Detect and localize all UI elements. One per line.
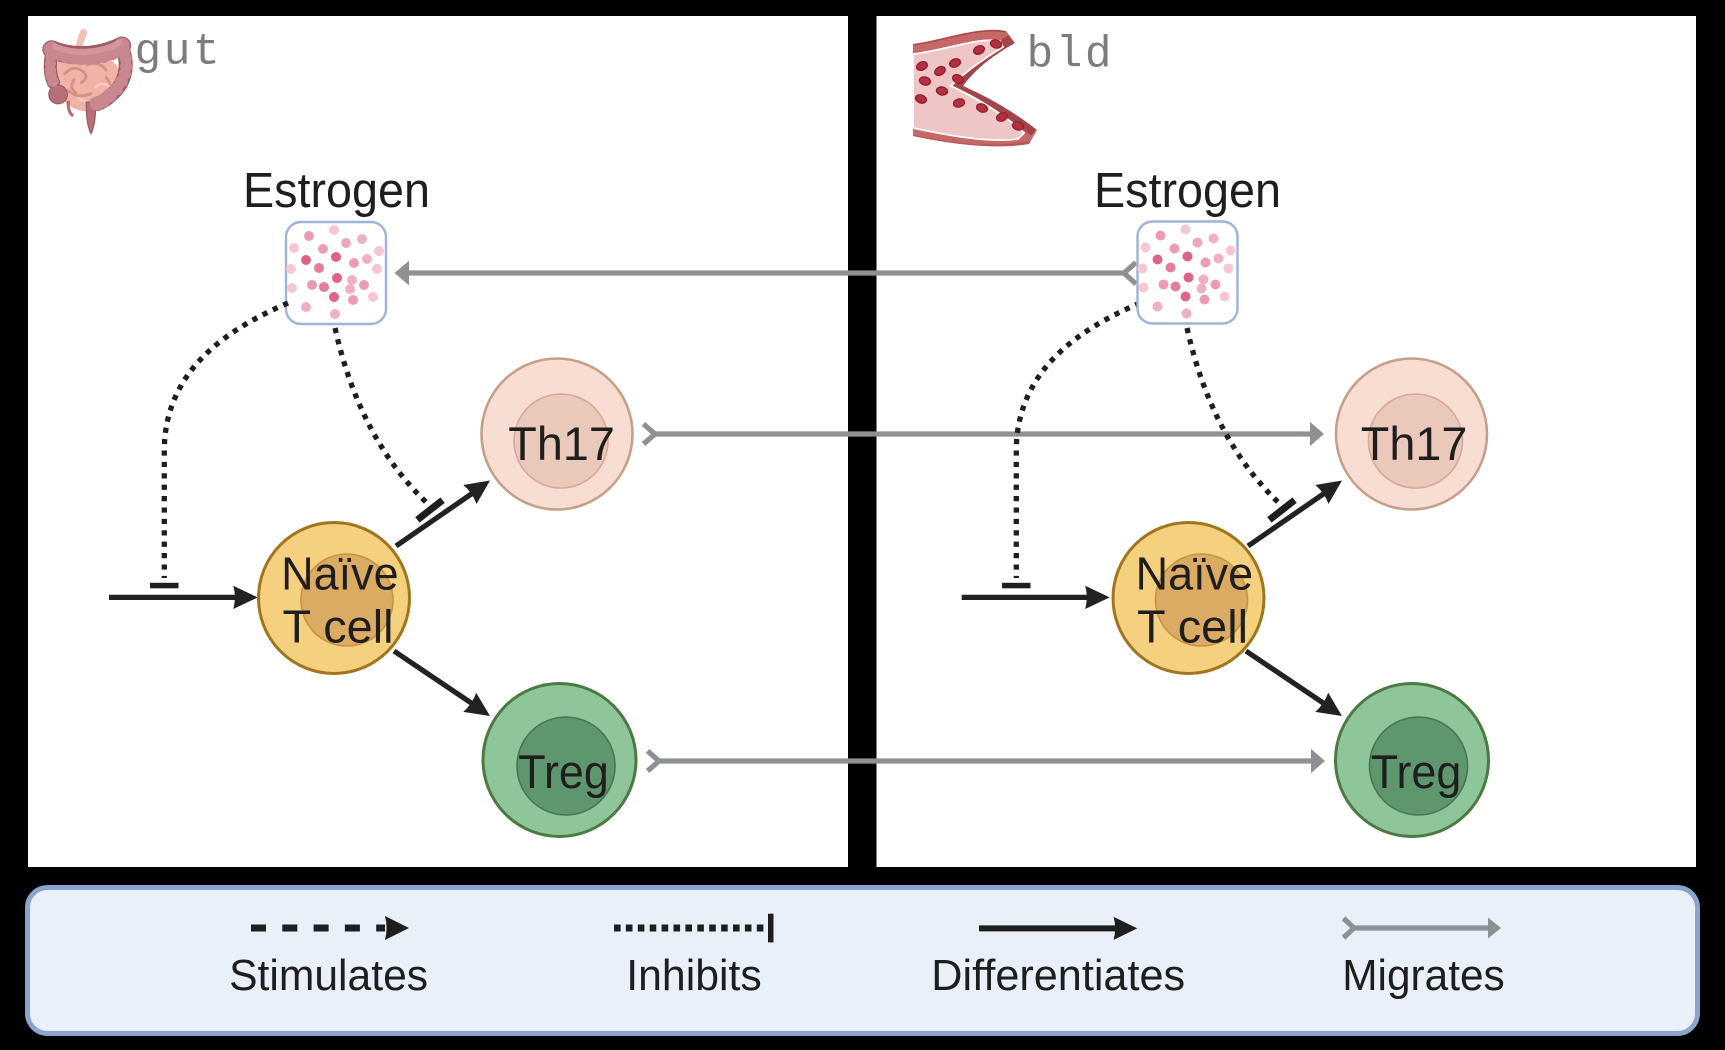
svg-text:Treg: Treg	[518, 746, 609, 799]
svg-text:T cell: T cell	[283, 601, 394, 653]
svg-text:Th17: Th17	[508, 418, 615, 471]
svg-text:Estrogen: Estrogen	[243, 164, 430, 218]
svg-text:gut: gut	[135, 27, 223, 77]
svg-text:Migrates: Migrates	[1342, 951, 1505, 1000]
svg-text:T cell: T cell	[1137, 601, 1248, 653]
svg-text:Treg: Treg	[1371, 746, 1462, 799]
svg-text:Stimulates: Stimulates	[229, 951, 428, 1000]
svg-text:Naïve: Naïve	[1136, 547, 1254, 599]
svg-text:Inhibits: Inhibits	[626, 951, 762, 1000]
svg-text:Estrogen: Estrogen	[1094, 164, 1281, 218]
svg-text:bld: bld	[1027, 31, 1115, 81]
svg-text:Th17: Th17	[1361, 418, 1468, 471]
svg-text:Differentiates: Differentiates	[931, 951, 1185, 1000]
svg-text:Naïve: Naïve	[281, 547, 399, 599]
